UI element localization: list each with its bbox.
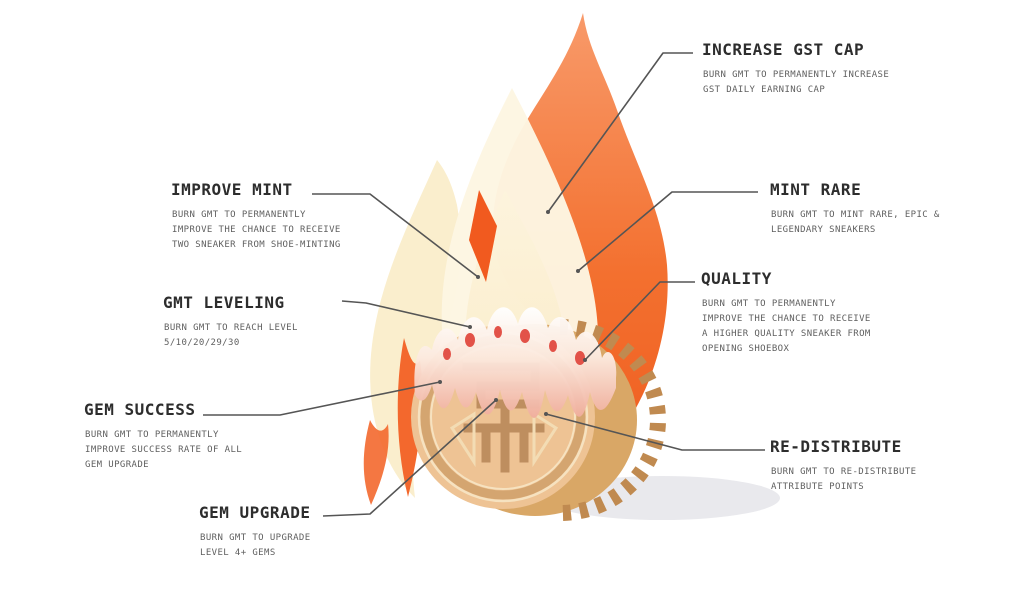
callout-title: GMT LEVELING [163,293,285,312]
callout-desc: BURN GMT TO RE-DISTRIBUTE ATTRIBUTE POIN… [771,467,917,492]
callout-gem-success: GEM SUCCESS BURN GMT TO PERMANENTLY IMPR… [84,400,242,473]
callout-desc: BURN GMT TO PERMANENTLY IMPROVE SUCCESS … [85,430,243,470]
flame-cream-left [370,160,461,498]
melt-red-spots [443,326,585,365]
callout-desc: BURN GMT TO REACH LEVEL 5/10/20/29/30 [164,323,298,348]
flame-sliver-far-left [363,420,389,505]
flame-accent-diamond [469,190,497,282]
callout-desc: BURN GMT TO MINT RARE, EPIC & LEGENDARY … [771,210,940,235]
callout-title: RE-DISTRIBUTE [770,437,902,456]
callout-mint-rare: MINT RARE BURN GMT TO MINT RARE, EPIC & … [770,180,940,238]
leader-line-increase-gst-cap [547,52,693,213]
leader-line-quality [584,281,695,361]
callout-desc: BURN GMT TO PERMANENTLY IMPROVE THE CHAN… [172,210,341,250]
callout-gmt-leveling: GMT LEVELING BURN GMT TO REACH LEVEL 5/1… [163,293,298,351]
callout-title: QUALITY [701,269,772,288]
callout-desc: BURN GMT TO UPGRADE LEVEL 4+ GEMS [200,533,311,558]
callout-improve-mint: IMPROVE MINT BURN GMT TO PERMANENTLY IMP… [171,180,341,253]
leader-line-gem-upgrade [322,399,497,517]
leader-line-improve-mint [312,193,479,278]
coin-melt [414,307,617,419]
leader-line-endpoints [438,210,587,416]
leader-line-gem-success [203,381,441,416]
callout-re-distribute: RE-DISTRIBUTE BURN GMT TO RE-DISTRIBUTE … [770,437,916,495]
callout-desc: BURN GMT TO PERMANENTLY INCREASE GST DAI… [703,70,890,95]
callout-desc: BURN GMT TO PERMANENTLY IMPROVE THE CHAN… [702,299,871,354]
callout-increase-gst-cap: INCREASE GST CAP BURN GMT TO PERMANENTLY… [702,40,889,98]
callout-gem-upgrade: GEM UPGRADE BURN GMT TO UPGRADE LEVEL 4+… [199,503,311,561]
leader-line-re-distribute [545,413,765,451]
callout-title: GEM UPGRADE [199,503,311,522]
callout-title: MINT RARE [770,180,862,199]
callout-quality: QUALITY BURN GMT TO PERMANENTLY IMPROVE … [701,269,871,357]
callout-title: GEM SUCCESS [84,400,196,419]
callout-title: INCREASE GST CAP [702,40,865,59]
leader-lines [203,52,765,517]
callout-title: IMPROVE MINT [171,180,293,199]
leader-line-gmt-leveling [341,300,471,328]
leader-line-mint-rare [577,191,758,272]
